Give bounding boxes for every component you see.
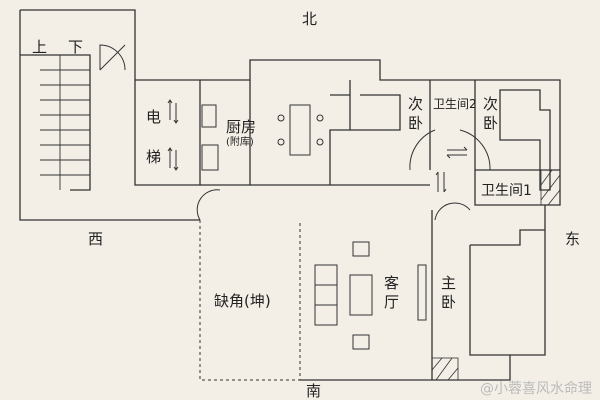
kitchen-note: (附库) xyxy=(226,137,254,148)
living-room-label: 客厅 xyxy=(382,275,400,313)
elevator-label-2: 梯 xyxy=(146,148,162,166)
walls xyxy=(19,9,561,381)
kitchen-label: 厨房 xyxy=(226,118,257,136)
second-bedroom-left-label: 次卧 xyxy=(406,96,424,134)
master-bedroom-label: 主卧 xyxy=(439,275,457,313)
furniture xyxy=(201,104,427,350)
hatched-areas xyxy=(431,169,561,381)
doors xyxy=(99,44,491,221)
south-label: 南 xyxy=(306,382,322,400)
bathroom-2-label: 卫生间2 xyxy=(433,97,477,111)
second-bedroom-right-label: 次卧 xyxy=(481,96,499,134)
stairs-up-label: 上 xyxy=(32,38,48,56)
missing-corner-label: 缺角(坤) xyxy=(214,292,271,310)
north-label: 北 xyxy=(302,10,318,28)
watermark: @小蓉喜风水命理 xyxy=(480,381,592,397)
missing-corner-dashed xyxy=(199,220,301,381)
east-label: 东 xyxy=(565,230,581,248)
elevator-label-1: 电 xyxy=(146,108,162,126)
west-label: 西 xyxy=(88,230,104,248)
stairs-down-label: 下 xyxy=(68,38,84,56)
stair-treads xyxy=(40,54,90,190)
bathroom-1-label: 卫生间1 xyxy=(481,183,532,199)
arrows xyxy=(167,99,468,193)
